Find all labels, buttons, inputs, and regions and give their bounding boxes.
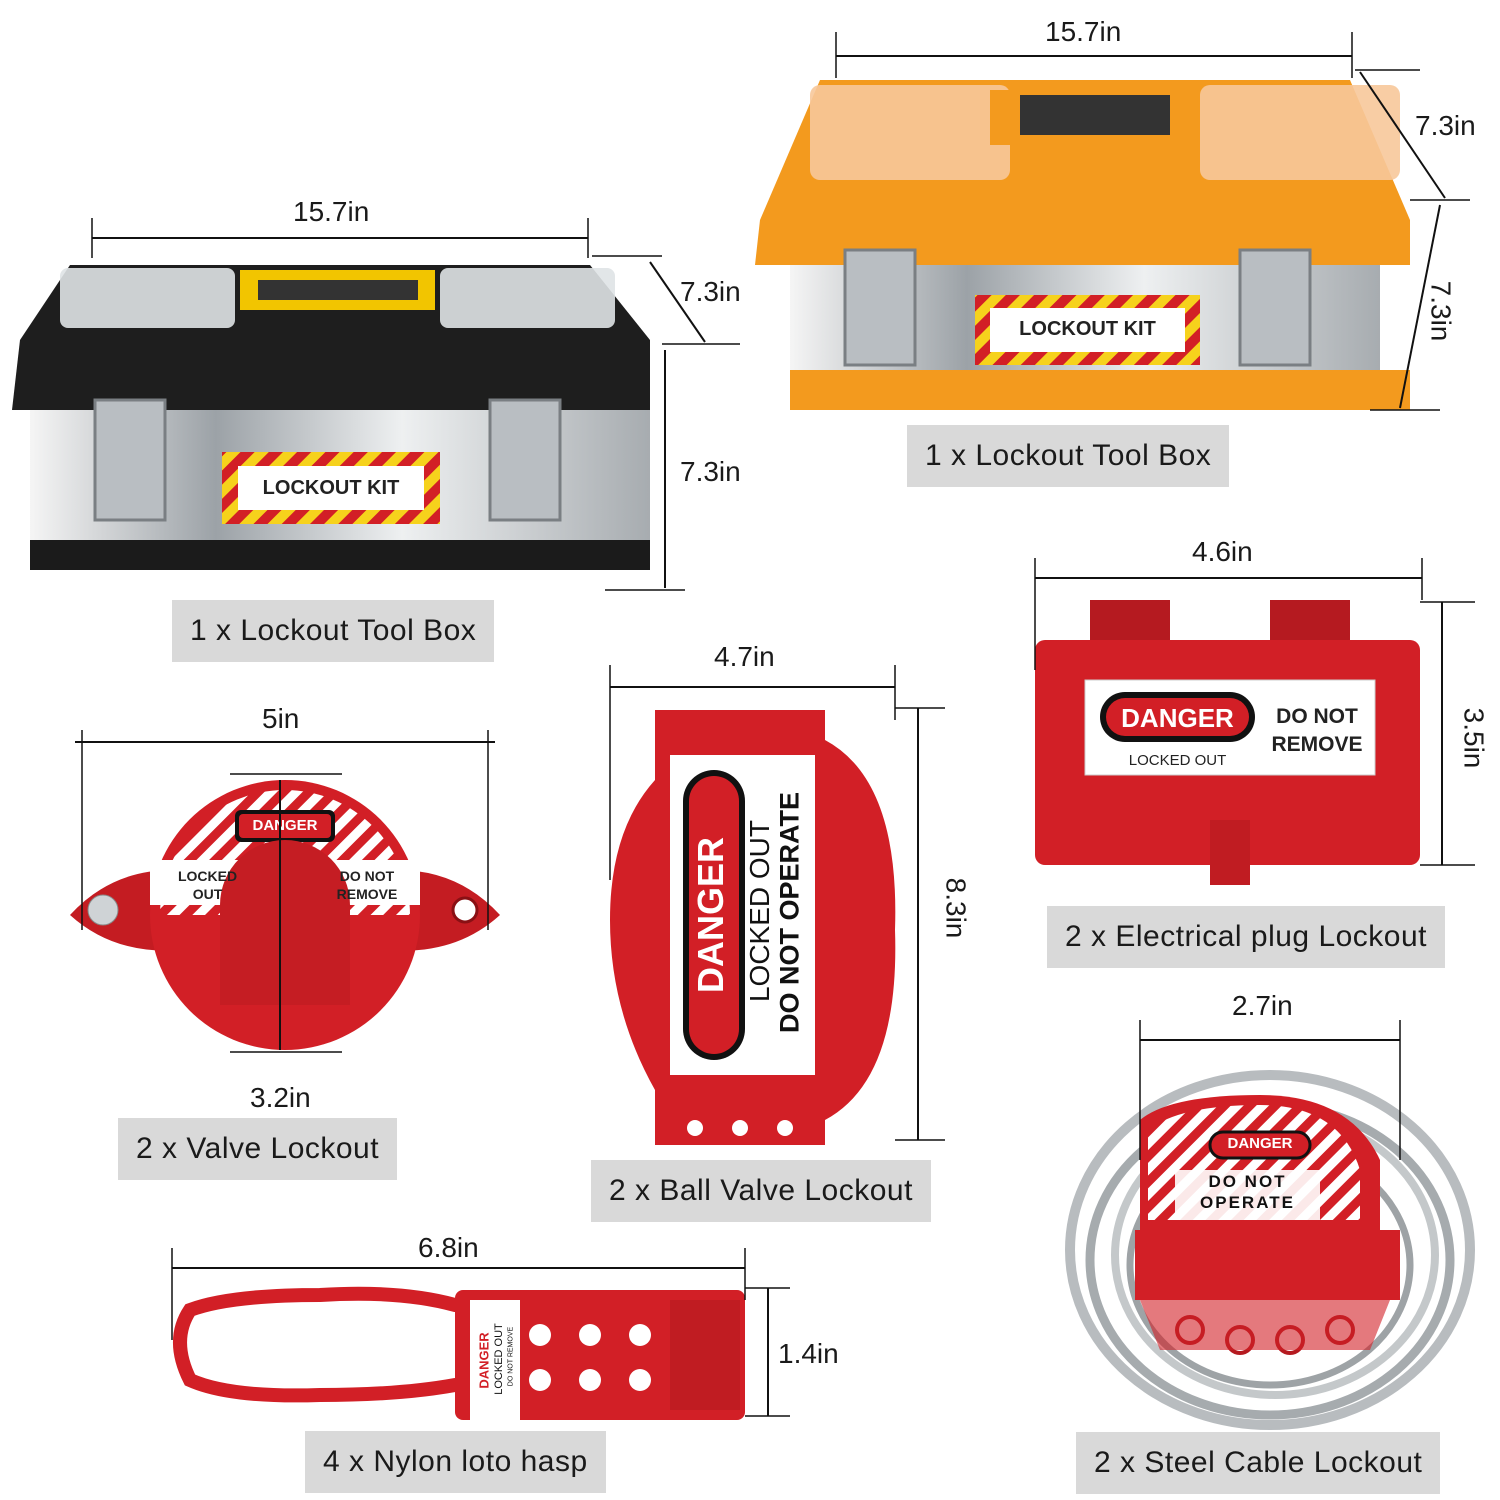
cable-operate-text: OPERATE (1200, 1193, 1295, 1212)
orange-toolbox-caption: 1 x Lockout Tool Box (907, 425, 1230, 487)
orange-box-dimension-lines (835, 32, 1470, 411)
valve-danger-text: DANGER (252, 817, 318, 834)
black-box-width-dim: 15.7in (293, 196, 370, 227)
valve-width-dim: 5in (262, 703, 300, 734)
plug-lockout-image (1030, 600, 1430, 890)
black-box-dimension-lines (91, 218, 740, 591)
valve-remove-text: REMOVE (336, 886, 398, 902)
black-toolbox-caption: 1 x Lockout Tool Box (172, 600, 495, 662)
orange-box-width-dim: 15.7in (1045, 16, 1122, 47)
valve-dimension-lines (75, 730, 495, 1053)
plug-locked-out-text: LOCKED OUT (1128, 752, 1227, 769)
plug-lockout-caption: 2 x Electrical plug Lockout (1047, 906, 1446, 968)
cable-do-not-text: DO NOT (1208, 1172, 1287, 1191)
black-box-height-dim: 7.3in (680, 456, 741, 487)
valve-lockout-image (65, 775, 505, 1055)
hasp-caption: 4 x Nylon loto hasp (305, 1431, 606, 1493)
plug-do-not-text: DO NOT (1276, 705, 1358, 728)
plug-width-dim: 4.6in (1192, 536, 1253, 567)
orange-toolbox-label: LOCKOUT KIT (1019, 318, 1156, 340)
valve-do-not-text: DO NOT (339, 868, 395, 884)
valve-height-dim: 3.2in (250, 1082, 311, 1113)
black-toolbox-image (0, 240, 660, 590)
valve-out-text: OUT (192, 886, 223, 902)
hasp-image (170, 1280, 750, 1430)
ball-valve-height-dim: 8.3in (940, 877, 972, 939)
black-toolbox-label: LOCKOUT KIT (262, 477, 400, 499)
orange-toolbox-image (750, 70, 1430, 415)
cable-danger-text: DANGER (1227, 1135, 1293, 1152)
ball-valve-lockout-caption: 2 x Ball Valve Lockout (591, 1160, 931, 1222)
ball-valve-width-dim: 4.7in (714, 641, 775, 672)
hasp-dimension-lines (171, 1248, 790, 1417)
plug-danger-text: DANGER (1121, 703, 1234, 733)
plug-dimension-lines (1034, 558, 1475, 866)
hasp-width-dim: 6.8in (418, 1232, 479, 1263)
valve-lockout-caption: 2 x Valve Lockout (118, 1118, 398, 1180)
cable-lockout-image (1060, 1060, 1480, 1435)
ball-valve-lockout-image (605, 710, 905, 1150)
orange-box-depth-dim: 7.3in (1415, 110, 1476, 141)
hasp-height-dim: 1.4in (778, 1338, 839, 1369)
black-box-depth-dim: 7.3in (680, 276, 741, 307)
cable-dimension-lines (1139, 1020, 1401, 1160)
cable-lockout-caption: 2 x Steel Cable Lockout (1076, 1432, 1441, 1494)
plug-height-dim: 3.5in (1458, 707, 1490, 769)
ball-valve-dimension-lines (609, 665, 945, 1141)
cable-width-dim: 2.7in (1232, 990, 1293, 1021)
valve-locked-text: LOCKED (177, 868, 238, 884)
plug-remove-text: REMOVE (1271, 733, 1363, 756)
orange-box-height-dim: 7.3in (1425, 280, 1457, 342)
